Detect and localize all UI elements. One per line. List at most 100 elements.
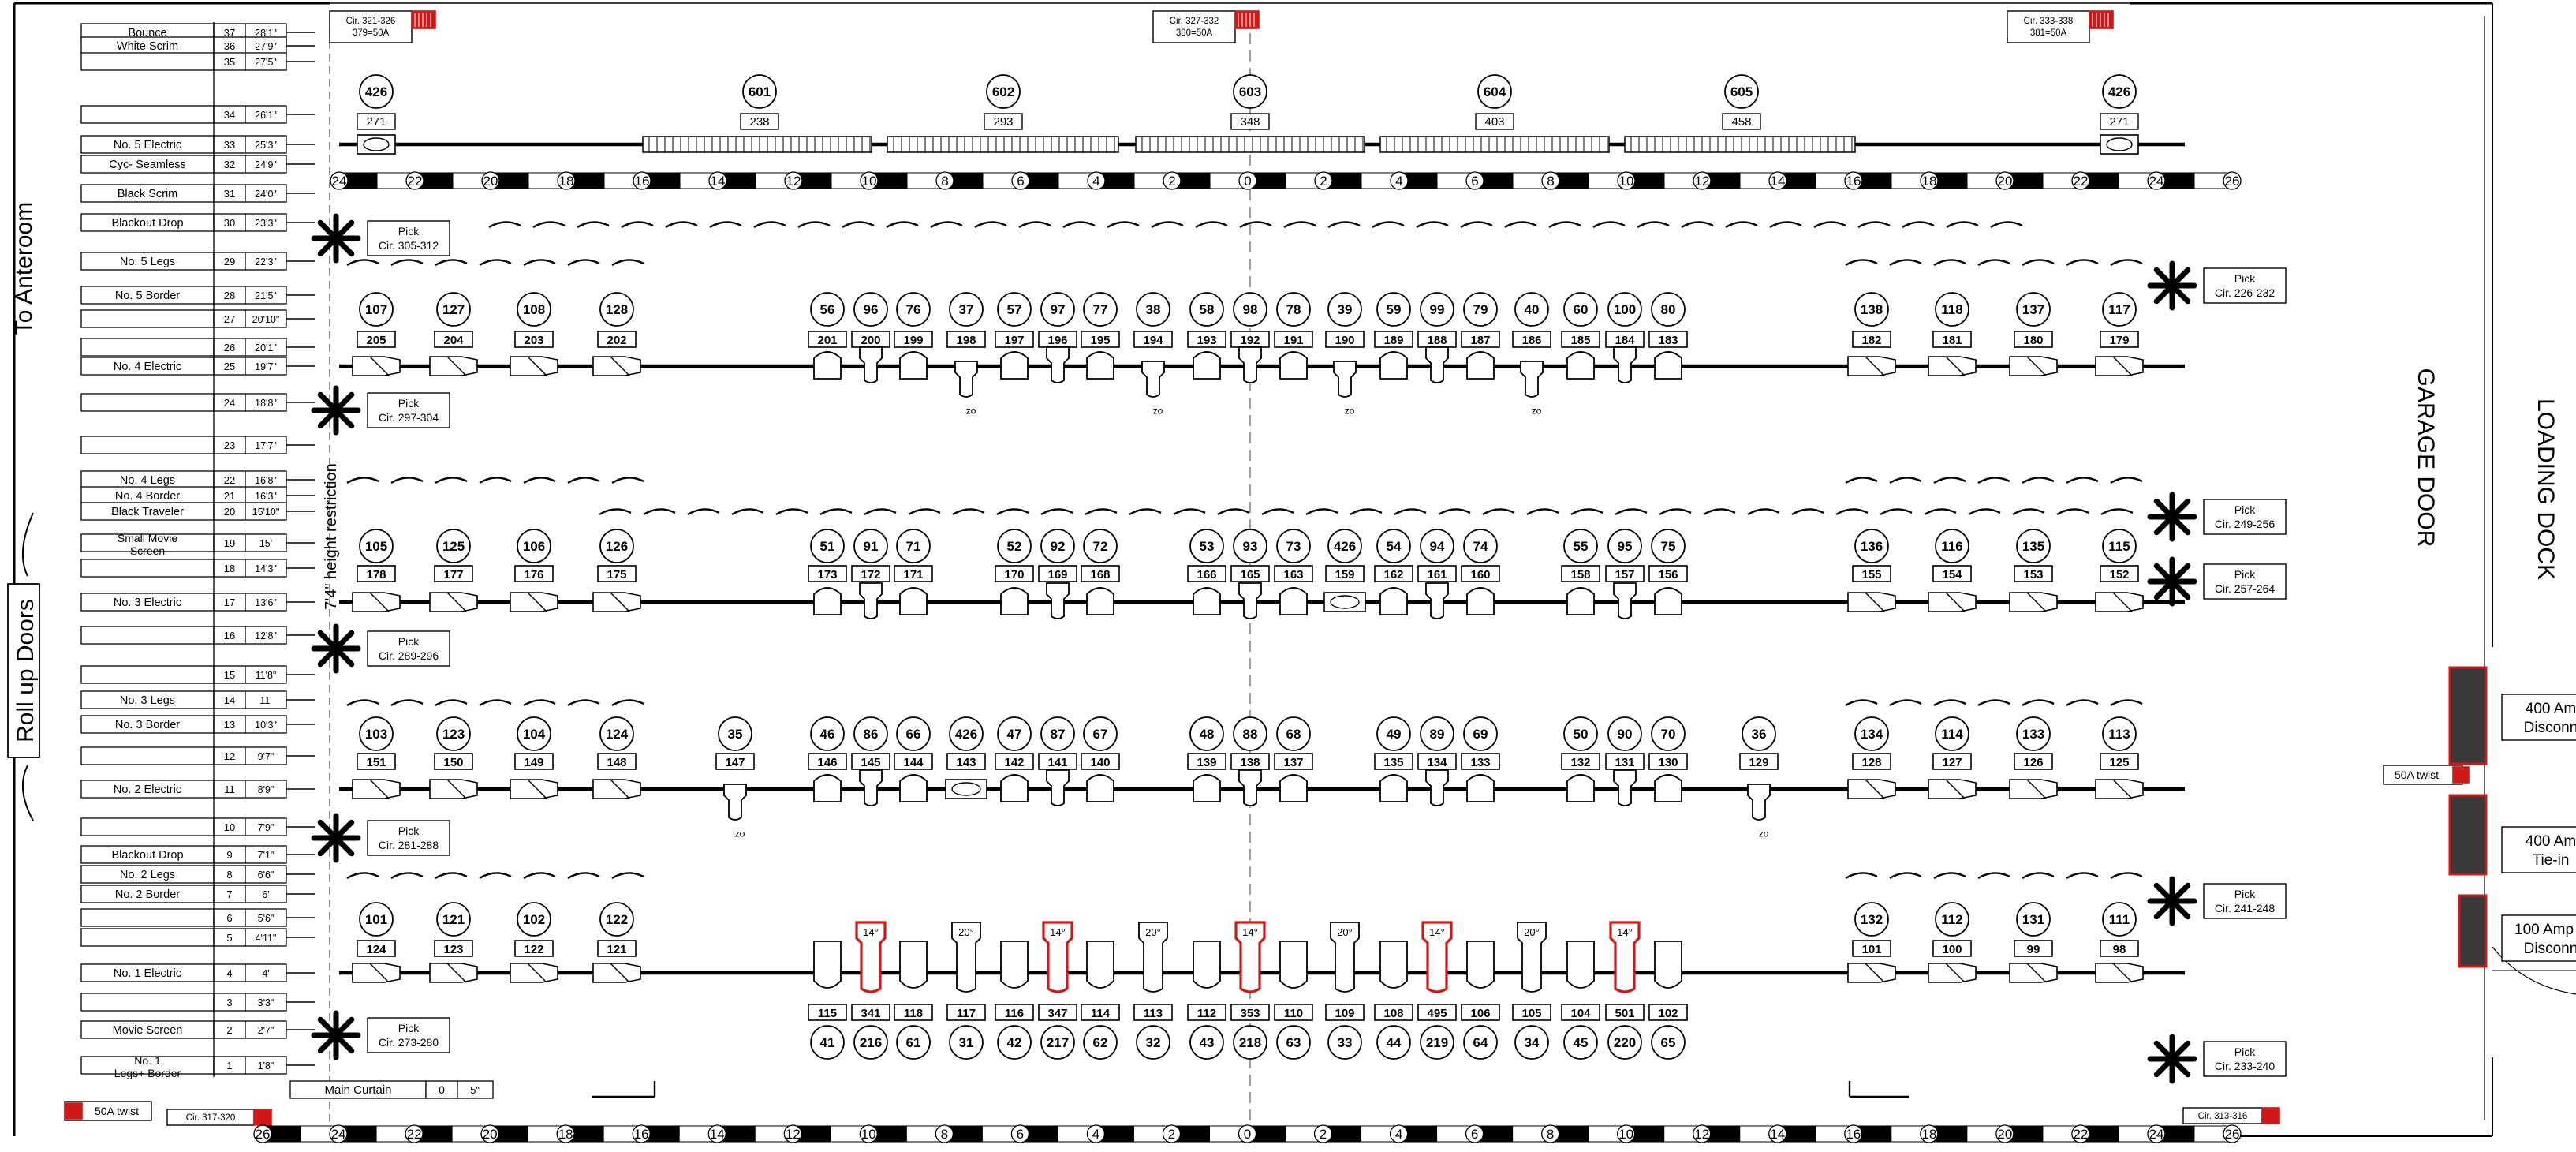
no2-electric-circuit-number: 125 [2109,756,2129,769]
lineset-number: 4 [226,967,232,979]
lineset-row-24-name-cell [80,393,215,412]
bottom-ruler-tick-circle [1238,1124,1257,1143]
lineset-name: No. 3 Legs [120,694,175,707]
lineset-distance: 21'5" [255,290,277,301]
lineset-distance: 12'8" [255,630,277,641]
no2-electric-channel-number: 69 [1473,727,1488,742]
panel-label: 100 Amp A [2514,922,2576,938]
no3-electric-circuit-box [1230,565,1270,582]
no2-electric-circuit-number: 143 [956,756,976,769]
no1-electric-circuit-box [1133,1004,1173,1021]
no3-electric-channel-number: 106 [523,539,545,554]
no2-electric-channel-circle [853,716,888,751]
no4-electric-channel-number: 107 [365,302,387,317]
no3-electric-ellipsoidal-detail [446,592,467,612]
no4-electric-channel-circle [436,292,471,327]
no3-electric-circuit-box [357,565,396,582]
no2-electric-circuit-box [1038,753,1077,770]
cyc-row-channel-circle [359,74,394,109]
no3-electric-channel-number: 126 [606,539,628,554]
twist-label: 50A twist [2395,769,2439,781]
no2-electric-circuit-box [597,753,637,770]
lineset-distance: 16'3" [255,491,277,502]
no4-electric-circuit-number: 197 [1004,334,1024,347]
no3-electric-channel-number: 52 [1007,539,1022,554]
no4-electric-ellipsoidal [1928,356,1977,376]
no3-electric-ellipsoidal-detail [2026,592,2047,612]
bottom-ruler-tick-label: 14 [710,1127,725,1142]
no4-electric-channel-circle [1040,292,1075,327]
no3-electric-channel-number: 105 [365,539,387,554]
no3-electric-ellipsoidal-detail [369,592,390,612]
no3-electric-circuit-number: 166 [1197,568,1216,582]
bottom-circuit-box-text: Cir. 313-316 [2198,1112,2248,1121]
no2-electric-ellipsoidal [2095,779,2144,799]
no1-electric-fresnel [1193,941,1221,989]
no1-electric-channel-number: 64 [1473,1035,1488,1050]
main-curtain-distance: 5" [470,1084,480,1096]
no4-electric-channel-circle [1651,292,1686,327]
lineset-number: 10 [224,821,235,833]
lineset-distance: 7'1" [258,850,274,861]
no3-electric-channel-circle [1420,529,1454,563]
lineset-number: 18 [224,563,235,574]
no1-electric-circuit-box [851,1004,890,1021]
no4-electric-circuit-box [946,331,986,348]
lineset-distance: 23'3" [255,218,277,229]
cyc-row-channel-number: 602 [992,84,1014,99]
no4-electric-circuit-box [894,331,933,348]
no3-electric-channel-number: 71 [906,539,921,554]
no2-electric-channel-number: 133 [2022,727,2044,742]
no4-electric-circuit-number: 202 [607,334,626,347]
cyc-row-circuit-box [740,113,779,130]
lineset-row-12-name-cell [80,746,215,765]
no2-electric-channel-number: 103 [365,727,387,742]
top-ruler-tick-label: 4 [1092,174,1099,189]
no1-electric-ellipsoidal [2009,963,2058,983]
pick-label: Cir. 241-248 [2215,902,2275,914]
no2-electric-circuit-box [1605,753,1645,770]
no3-electric-circuit-box [1605,565,1645,582]
no2-electric-circuit-box [946,753,986,770]
no1-electric-channel-number: 131 [2022,912,2044,927]
no2-electric-circuit-number: 131 [1615,756,1634,769]
no3-electric-channel-number: 53 [1200,539,1215,554]
no3-electric-circuit-box [894,565,933,582]
no2-electric-oz-tag: oz [735,829,745,840]
pick-point-icon [2147,492,2197,542]
no2-electric-circuit-box [1561,753,1600,770]
no2-electric-circuit-number: 139 [1197,756,1216,769]
no3-electric-channel-circle [1854,529,1889,563]
lineset-distance: 6' [262,889,269,900]
drape-traveler [599,508,2134,516]
no2-electric-channel-circle [949,716,984,751]
no2-electric-channel-number: 123 [442,727,465,742]
cyc-striplight [887,136,1119,153]
lineset-name: No. 1 [134,1054,161,1067]
lineset-number: 27 [224,313,235,325]
no2-electric-channel-circle [436,716,471,751]
no2-electric-channel-number: 86 [864,727,879,742]
no1-electric-channel-number: 101 [365,912,387,927]
lineset-name: No. 4 Legs [120,474,175,487]
no2-electric-circuit-box [434,753,473,770]
top-circuit-box [329,10,413,43]
pick-label: Cir. 281-288 [379,839,439,851]
cyc-row-circuit-number: 403 [1484,115,1504,129]
lineset-number: 7 [226,888,232,900]
no3-electric-fresnel [1466,587,1495,615]
no1-electric-channel-circle [1376,1025,1411,1060]
no4-electric-channel-circle [997,292,1032,327]
lineset-number: 9 [226,849,232,861]
cyc-row-channel-number: 603 [1239,84,1261,99]
no3-electric-circuit-number: 168 [1090,568,1110,582]
bottom-ruler-tick-circle [783,1124,802,1143]
no2-electric-fresnel [1000,774,1029,802]
no4-electric-ellipsoidal [1847,356,1896,376]
no3-electric-ellipsoidal-detail [1945,592,1966,612]
pick-label: Pick [398,1022,420,1034]
no2-electric-channel-number: 113 [2108,727,2130,742]
lineset-distance: 17'7" [255,440,277,451]
top-ruler-tick-circle [708,171,727,190]
no1-electric-circuit-box [1230,1004,1270,1021]
